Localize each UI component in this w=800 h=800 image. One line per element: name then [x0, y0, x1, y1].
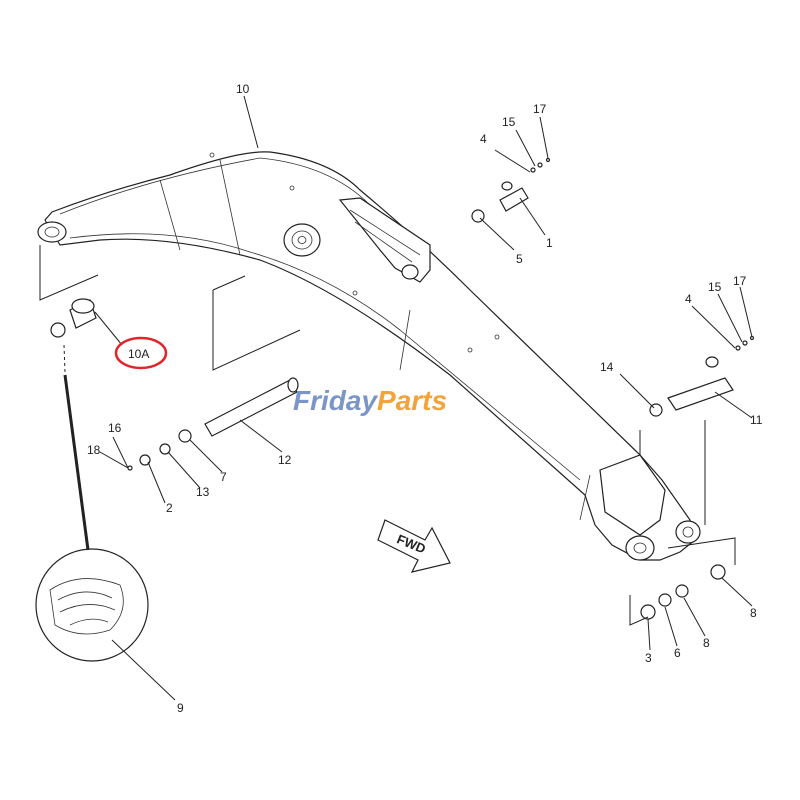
label-16: 16 [108, 421, 122, 435]
label-10a: 10A [128, 347, 149, 361]
label-6: 6 [674, 646, 681, 660]
label-17-upper: 17 [533, 102, 547, 116]
detail-view-9 [35, 548, 149, 662]
boom-body [37, 151, 701, 561]
label-2: 2 [166, 501, 173, 515]
label-1: 1 [546, 236, 553, 250]
bushing-10a [50, 298, 97, 338]
svg-text:FridayParts: FridayParts [293, 385, 447, 416]
label-12: 12 [278, 453, 292, 467]
leader-lines [63, 95, 753, 701]
label-8-right: 8 [750, 606, 757, 620]
label-9: 9 [177, 701, 184, 715]
label-17-lower: 17 [733, 274, 747, 288]
highlight-circle-10a [114, 336, 168, 370]
label-15-lower: 15 [708, 280, 722, 294]
watermark-part1: Friday [293, 385, 378, 416]
part-labels: 10 10A 4 15 17 5 1 4 15 17 14 11 12 16 1… [87, 82, 763, 715]
label-4-upper: 4 [480, 132, 487, 146]
bracket-lines [39, 245, 736, 626]
label-10: 10 [236, 82, 250, 96]
pin-12-assembly [127, 377, 299, 471]
watermark: FridayParts [293, 385, 447, 416]
fwd-arrow: FWD [377, 519, 451, 573]
label-3: 3 [645, 651, 652, 665]
foot-washers [640, 564, 726, 620]
label-8-left: 8 [703, 636, 710, 650]
label-15-upper: 15 [502, 115, 516, 129]
label-4-lower: 4 [685, 292, 692, 306]
label-5: 5 [516, 252, 523, 266]
label-7: 7 [220, 470, 227, 484]
label-18: 18 [87, 443, 101, 457]
label-14: 14 [600, 360, 614, 374]
pin-1-assembly [471, 157, 551, 223]
label-11: 11 [750, 413, 763, 427]
pin-11-assembly [649, 335, 755, 417]
watermark-part2: Parts [377, 385, 447, 416]
label-13: 13 [196, 485, 210, 499]
